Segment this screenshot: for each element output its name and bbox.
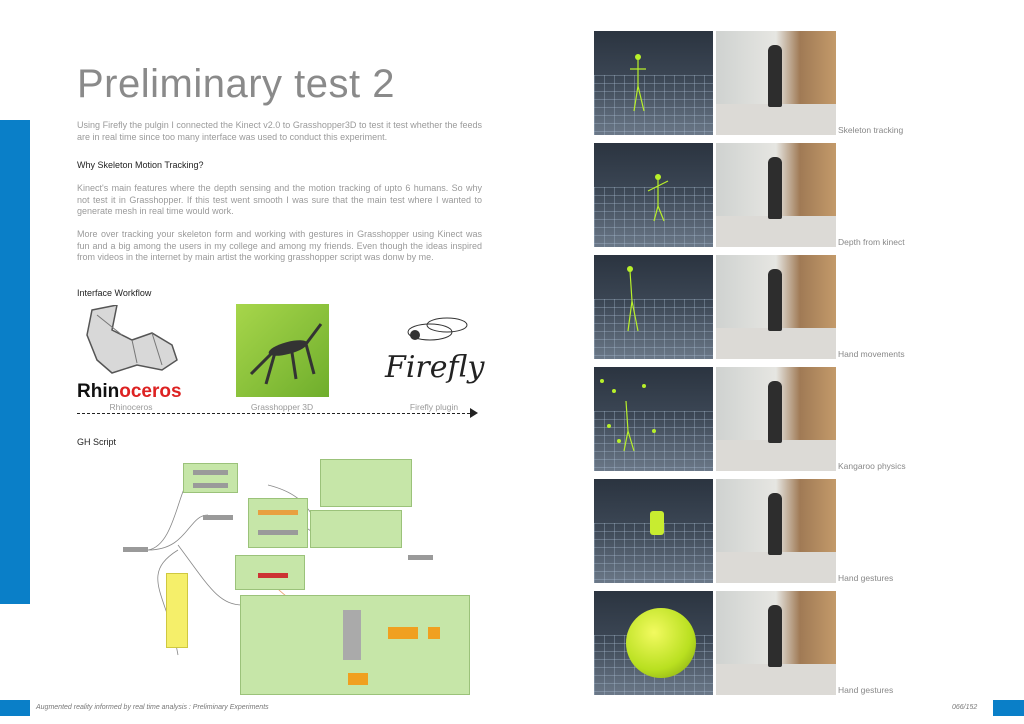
caption: Depth from kinect	[838, 237, 905, 247]
test-image-row	[594, 591, 836, 695]
caption: Hand gestures	[838, 573, 894, 583]
footer-accent-right	[993, 700, 1024, 716]
caption: Hand movements	[838, 349, 905, 359]
section-heading: Why Skeleton Motion Tracking?	[77, 160, 204, 170]
viewport-image	[594, 255, 713, 359]
caption: Hand gestures	[838, 685, 894, 695]
webcam-photo	[716, 143, 836, 247]
workflow-label-rhinoceros: Rhinoceros	[109, 402, 153, 412]
viewport-image	[594, 143, 713, 247]
caption: Kangaroo physics	[838, 461, 906, 471]
webcam-photo	[716, 31, 836, 135]
workflow-label-firefly: Firefly plugin	[409, 402, 459, 412]
page-number: 066/152	[952, 704, 978, 711]
rhinoceros-logo: Rhinoceros	[77, 304, 182, 402]
accent-bar	[0, 120, 30, 604]
skeleton-overlay	[600, 54, 669, 452]
footer-text: Augmented reality informed by real time …	[36, 704, 269, 711]
footer-accent-left	[0, 700, 30, 716]
test-image-row	[594, 255, 836, 359]
workflow-label-grasshopper: Grasshopper 3D	[250, 402, 314, 412]
viewport-image	[594, 591, 713, 695]
webcam-photo	[716, 367, 836, 471]
workflow-arrow	[77, 413, 475, 414]
viewport-image	[594, 479, 713, 583]
test-image-row	[594, 143, 836, 247]
viewport-image	[594, 31, 713, 135]
test-image-row	[594, 479, 836, 583]
test-image-row	[594, 367, 836, 471]
test-image-row	[594, 31, 836, 135]
workflow-heading: Interface Workflow	[77, 288, 152, 298]
caption: Skeleton tracking	[838, 125, 904, 135]
webcam-photo	[716, 591, 836, 695]
grasshopper-logo	[236, 304, 329, 397]
page-title: Preliminary test 2	[77, 62, 395, 106]
intro-paragraph: Using Firefly the pulgin I connected the…	[77, 120, 482, 142]
gh-script-diagram	[118, 455, 473, 695]
paragraph: More over tracking your skeleton form an…	[77, 229, 482, 262]
firefly-logo: Firefly	[385, 310, 484, 395]
webcam-photo	[716, 255, 836, 359]
paragraph: Kinect's main features where the depth s…	[77, 183, 482, 216]
arrow-head-icon	[470, 408, 478, 418]
viewport-image	[594, 367, 713, 471]
webcam-photo	[716, 479, 836, 583]
gh-script-heading: GH Script	[77, 437, 117, 447]
